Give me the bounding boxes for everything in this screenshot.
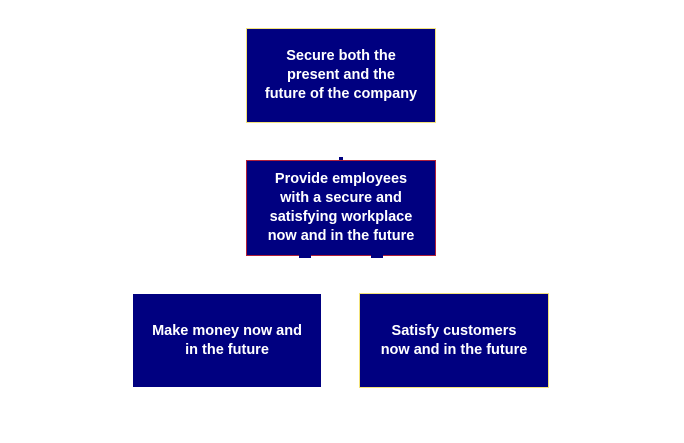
goal-box-secure-company: Secure both the present and the future o…	[246, 28, 436, 123]
goal-box-employees-label: Provide employees with a secure and sati…	[267, 171, 415, 244]
goal-box-make-money: Make money now and in the future	[133, 294, 321, 387]
goal-box-secure-company-label: Secure both the present and the future o…	[264, 48, 418, 102]
goal-box-employees: Provide employees with a secure and sati…	[246, 160, 436, 256]
connector-top	[339, 157, 343, 161]
goal-box-satisfy-customers-label: Satisfy customers now and in the future	[380, 322, 528, 358]
goal-box-satisfy-customers: Satisfy customers now and in the future	[359, 293, 549, 388]
connector-bottom-right	[371, 255, 383, 258]
goal-box-make-money-label: Make money now and in the future	[152, 322, 302, 358]
connector-bottom-left	[299, 255, 311, 258]
